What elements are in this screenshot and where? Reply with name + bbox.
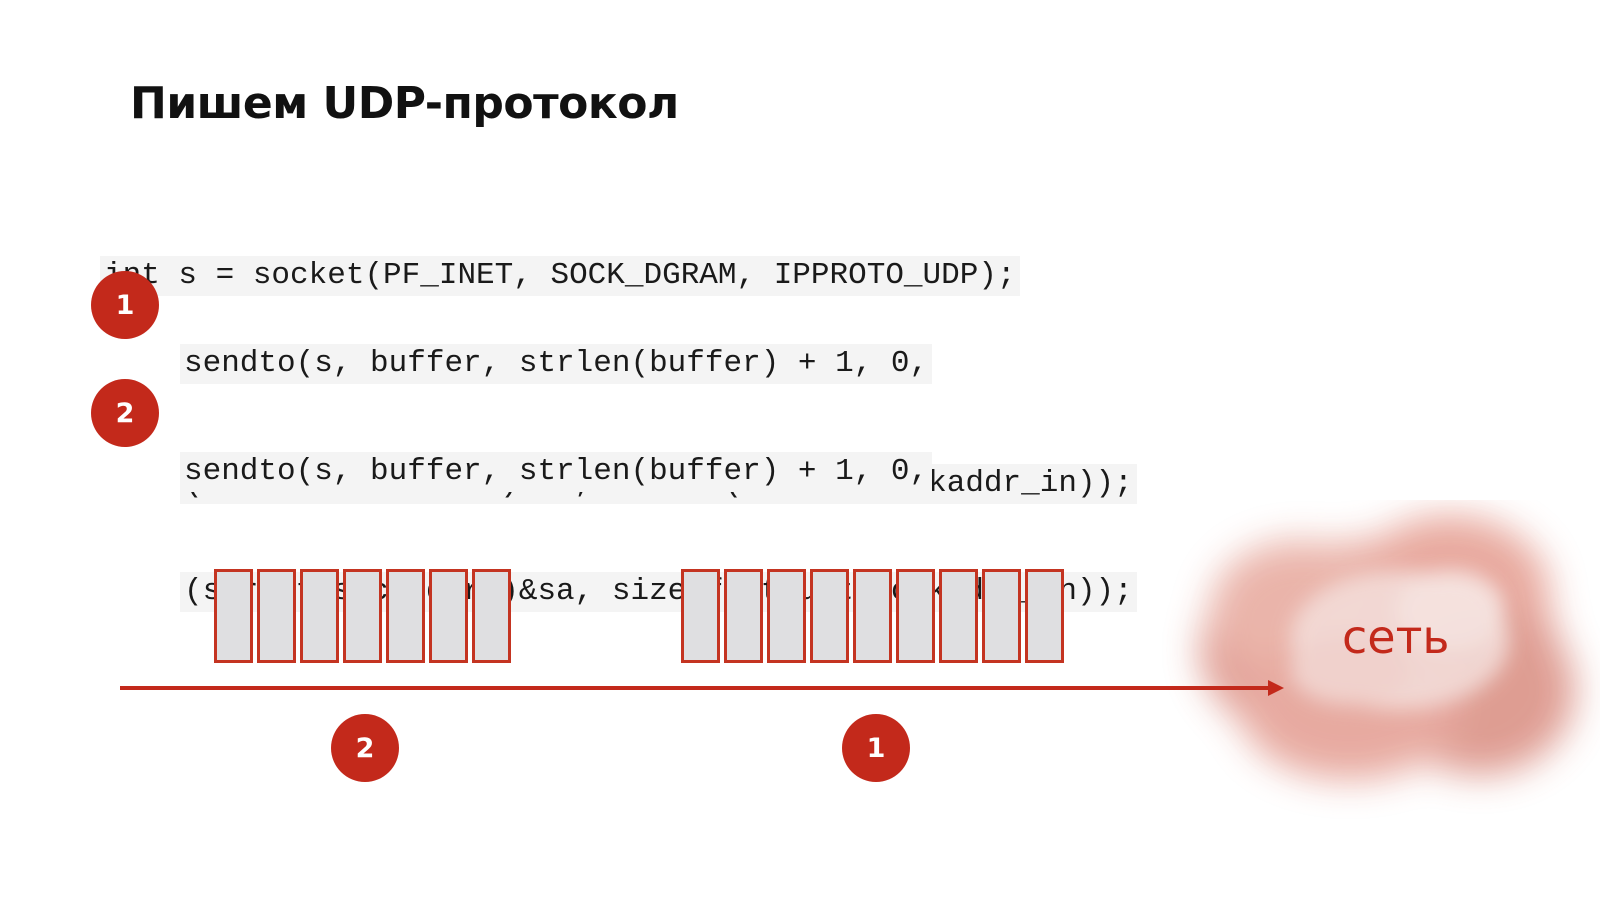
packet-cell [724, 569, 763, 663]
packet-cell [257, 569, 296, 663]
packet-cell [681, 569, 720, 663]
packet-cell [386, 569, 425, 663]
network-label: сеть [1342, 610, 1450, 664]
packet-1 [681, 569, 1064, 663]
packet-cell [300, 569, 339, 663]
packet-cell [429, 569, 468, 663]
packet-cell [214, 569, 253, 663]
arrow-head-icon [1268, 680, 1284, 696]
packet-1-badge: 1 [842, 714, 910, 782]
step-1-code-line-1: sendto(s, buffer, strlen(buffer) + 1, 0, [180, 344, 933, 384]
packet-cell [767, 569, 806, 663]
packet-cell [810, 569, 849, 663]
packet-2 [214, 569, 511, 663]
packet-cell [853, 569, 892, 663]
step-1-badge: 1 [91, 271, 159, 339]
packet-cell [343, 569, 382, 663]
packet-cell [982, 569, 1021, 663]
packet-cell [1025, 569, 1064, 663]
socket-code-block: int s = socket(PF_INET, SOCK_DGRAM, IPPR… [100, 176, 1020, 376]
step-2-code-line-1: sendto(s, buffer, strlen(buffer) + 1, 0, [180, 452, 933, 492]
slide-title: Пишем UDP-протокол [130, 78, 679, 129]
arrow-right-icon [120, 686, 1280, 690]
socket-code-line: int s = socket(PF_INET, SOCK_DGRAM, IPPR… [100, 256, 1020, 296]
packet-cell [939, 569, 978, 663]
packet-cell [896, 569, 935, 663]
cloud-icon [1200, 515, 1575, 780]
step-2-badge: 2 [91, 379, 159, 447]
packet-cell [472, 569, 511, 663]
packet-2-badge: 2 [331, 714, 399, 782]
